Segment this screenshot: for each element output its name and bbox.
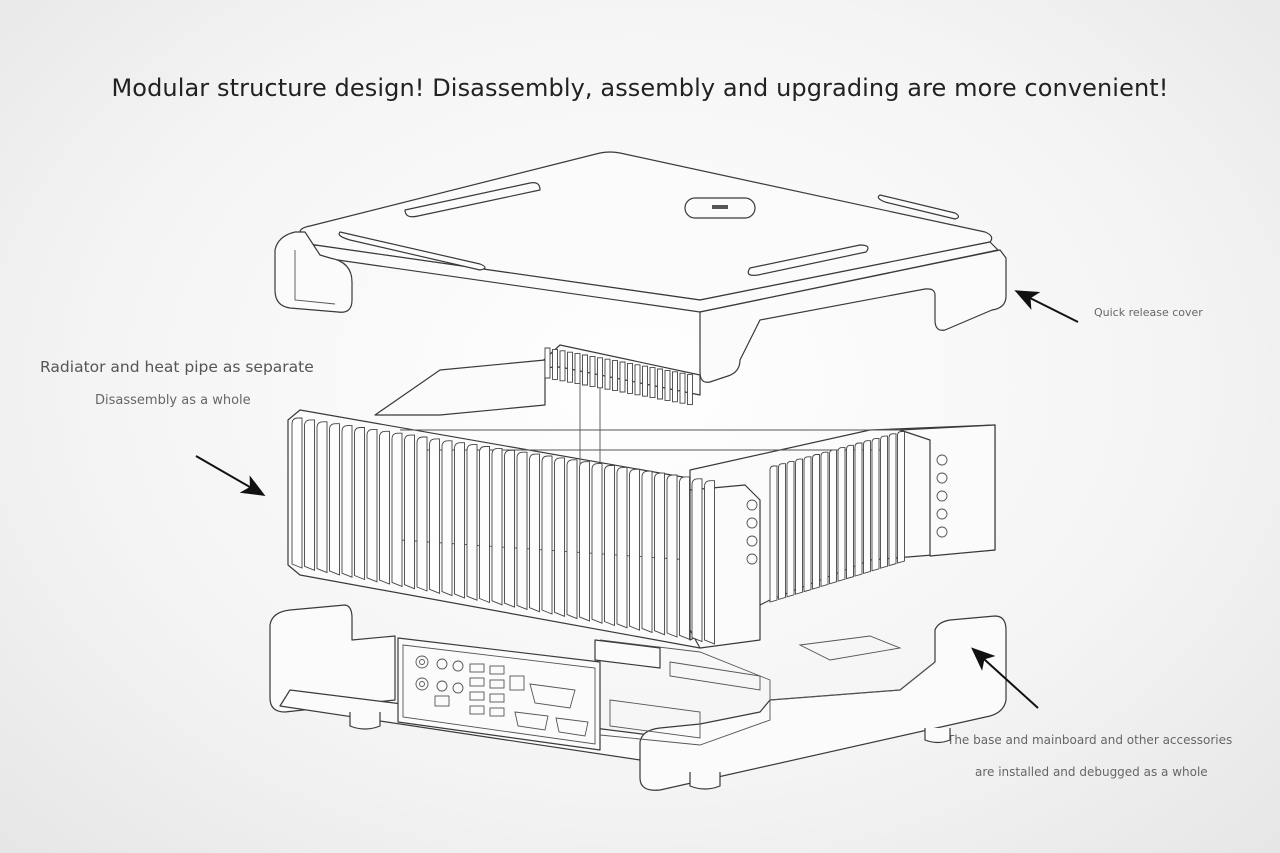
heatsink-fin (829, 449, 837, 585)
heatsink-fin (616, 466, 628, 629)
heatsink-fin (820, 451, 829, 587)
heatsink-fin (649, 367, 656, 399)
heatsink-fin (604, 358, 611, 390)
heatsink-fin (504, 449, 515, 608)
heatsink-fin (769, 465, 778, 603)
heatsink-fin (366, 428, 378, 583)
heatsink-fin (642, 365, 648, 397)
heatsink-fin (778, 463, 786, 600)
heatsink-fin (574, 353, 581, 385)
heatsink-fin (597, 357, 603, 389)
heatsink-fin (516, 451, 528, 611)
heatsink-fin (466, 444, 478, 601)
heatsink-fin (629, 468, 640, 631)
radiator-arrow (195, 455, 266, 496)
heatsink-fin (654, 472, 665, 636)
heatsink-fin (391, 432, 403, 588)
heatsink-fin (666, 474, 678, 638)
top-cover (274, 151, 1007, 383)
heatsink-fin (679, 372, 686, 404)
heatsink-fin (880, 435, 888, 569)
heatsink-fin (404, 434, 415, 590)
heatsink-fin (812, 454, 820, 590)
heatsink-fin (664, 369, 671, 401)
radiator-label-line2: Disassembly as a whole (95, 393, 251, 408)
heatsink-fin (871, 437, 880, 572)
heatsink-fin (704, 480, 715, 645)
heatsink-fin (291, 417, 303, 569)
heatsink-fin (582, 354, 588, 386)
heatsink-fin (316, 421, 328, 574)
heatsink-fin (416, 436, 428, 592)
heatsink-fin (837, 447, 846, 582)
cover-arrow (1014, 290, 1079, 323)
base-label-line1: The base and mainboard and other accesso… (947, 733, 1233, 747)
heatsink-fin (441, 440, 453, 597)
heatsink-fin (566, 459, 578, 620)
heatsink-fin (354, 427, 365, 581)
heatsink-fin (604, 465, 615, 627)
base-arrow (971, 647, 1039, 709)
heatsink-fin (591, 463, 603, 624)
heatsink-fin (619, 361, 626, 393)
heatsink-fin (897, 431, 905, 564)
base-label-line2: are installed and debugged as a whole (975, 765, 1208, 779)
heatsink-fin (627, 362, 633, 394)
heatsink-fin (552, 348, 558, 380)
heatsink-fin (541, 455, 553, 615)
radiator-label-line1: Radiator and heat pipe as separate (40, 358, 314, 376)
heatsink-fin (329, 423, 340, 576)
heatsink-fin (888, 433, 897, 567)
heatsink-fin (679, 476, 690, 640)
heatsink-fin (687, 374, 693, 406)
heatsink-fin (559, 350, 566, 382)
heatsink-fin (479, 446, 490, 604)
heatsink-fin (567, 351, 573, 383)
heatsink-fin (612, 360, 618, 392)
heatsink-fin (795, 458, 803, 595)
heatsink-fin (786, 460, 795, 598)
cover-label: Quick release cover (1094, 306, 1203, 319)
heatsink-fin (634, 364, 641, 396)
heatsink-fin (641, 470, 653, 634)
heatsink-fin (304, 419, 315, 571)
heatsink-fin (579, 461, 590, 622)
heatsink-fin (854, 442, 863, 577)
heatsink-fin (846, 444, 854, 580)
headline: Modular structure design! Disassembly, a… (111, 74, 1169, 102)
radiator (287, 344, 996, 649)
heatsink-fin (454, 442, 465, 599)
heatsink-fin (341, 425, 353, 578)
heatsink-fin (554, 457, 565, 617)
base-tray (269, 604, 1007, 791)
heatsink-fin (491, 447, 503, 606)
heatsink-fin (429, 438, 440, 594)
heatsink-fin (691, 478, 703, 643)
heatsink-fin (803, 456, 812, 593)
heatsink-fin (379, 430, 390, 585)
heatsink-fin (672, 371, 678, 403)
heatsink-fin (657, 368, 663, 400)
heatsink-fin (544, 347, 551, 379)
heatsink-fin (863, 440, 871, 574)
heatsink-fin (589, 355, 596, 387)
heatsink-fin (529, 453, 540, 613)
